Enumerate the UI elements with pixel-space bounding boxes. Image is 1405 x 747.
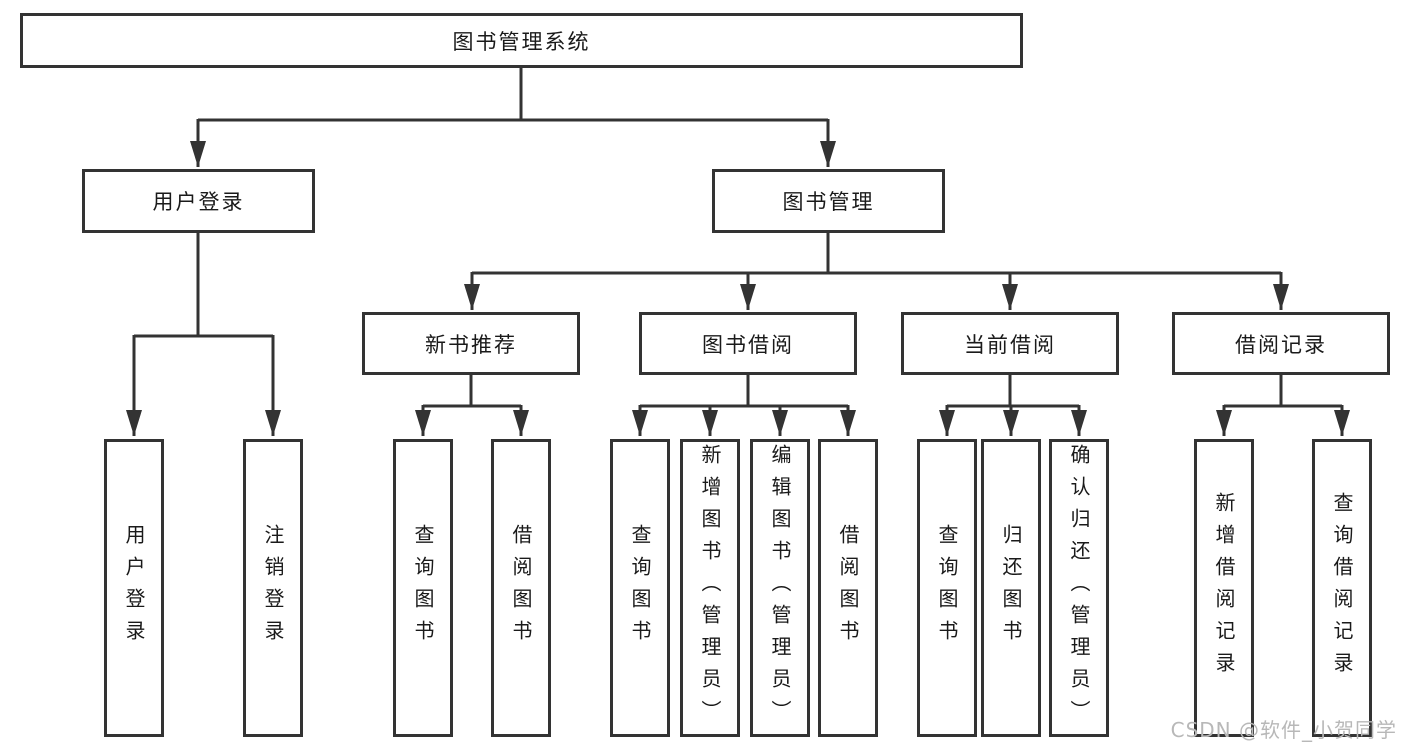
leaf-logout-label: 注销登录 <box>261 524 285 652</box>
leaf-borrow-books-1-label: 借阅图书 <box>509 524 533 652</box>
leaf-borrow-books-2-label: 借阅图书 <box>836 524 860 652</box>
node-root: 图书管理系统 <box>20 13 1023 68</box>
leaf-confirm-return-admin: 确认归还（管理员） <box>1049 439 1109 737</box>
node-book-management: 图书管理 <box>712 169 945 233</box>
leaf-query-books-1-label: 查询图书 <box>411 524 435 652</box>
node-borrowing-records: 借阅记录 <box>1172 312 1390 375</box>
node-borrowing-records-label: 借阅记录 <box>1235 332 1327 357</box>
leaf-add-books-admin-label: 新增图书（管理员） <box>698 444 722 732</box>
leaf-confirm-return-admin-label: 确认归还（管理员） <box>1067 444 1091 732</box>
node-current-borrowing-label: 当前借阅 <box>964 332 1056 357</box>
leaf-borrow-books-1: 借阅图书 <box>491 439 551 737</box>
leaf-logout: 注销登录 <box>243 439 303 737</box>
node-book-borrowing-label: 图书借阅 <box>702 332 794 357</box>
leaf-query-books-2-label: 查询图书 <box>628 524 652 652</box>
leaf-user-login: 用户登录 <box>104 439 164 737</box>
node-current-borrowing: 当前借阅 <box>901 312 1119 375</box>
leaf-add-borrow-record: 新增借阅记录 <box>1194 439 1254 737</box>
leaf-add-books-admin: 新增图书（管理员） <box>680 439 740 737</box>
leaf-return-books-label: 归还图书 <box>999 524 1023 652</box>
node-user-login-label: 用户登录 <box>152 190 245 214</box>
leaf-query-borrow-record-label: 查询借阅记录 <box>1330 492 1354 684</box>
node-root-label: 图书管理系统 <box>452 29 591 54</box>
leaf-query-books-2: 查询图书 <box>610 439 670 737</box>
leaf-return-books: 归还图书 <box>981 439 1041 737</box>
node-new-book-recommendation-label: 新书推荐 <box>425 332 517 357</box>
leaf-query-borrow-record: 查询借阅记录 <box>1312 439 1372 737</box>
node-new-book-recommendation: 新书推荐 <box>362 312 580 375</box>
leaf-add-borrow-record-label: 新增借阅记录 <box>1212 492 1236 684</box>
leaf-borrow-books-2: 借阅图书 <box>818 439 878 737</box>
leaf-edit-books-admin-label: 编辑图书（管理员） <box>768 444 792 732</box>
leaf-query-books-3-label: 查询图书 <box>935 524 959 652</box>
csdn-watermark: CSDN @软件_小贺同学 <box>1170 718 1397 742</box>
leaf-edit-books-admin: 编辑图书（管理员） <box>750 439 810 737</box>
leaf-query-books-1: 查询图书 <box>393 439 453 737</box>
node-book-management-label: 图书管理 <box>782 190 875 214</box>
node-user-login: 用户登录 <box>82 169 315 233</box>
node-book-borrowing: 图书借阅 <box>639 312 857 375</box>
leaf-query-books-3: 查询图书 <box>917 439 977 737</box>
leaf-user-login-label: 用户登录 <box>122 524 146 652</box>
